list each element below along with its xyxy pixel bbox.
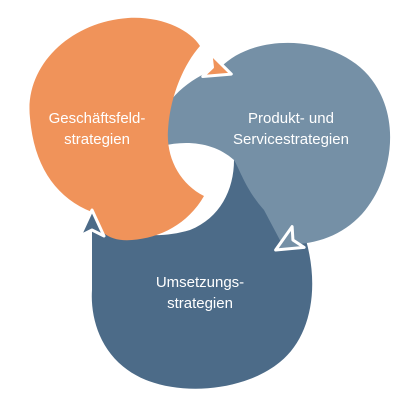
label-umsetzung-line2: strategien: [167, 295, 233, 312]
label-produkt-servicestrategien: Produkt- und Servicestrategien: [206, 108, 376, 150]
blob-umsetzungsstrategien: [91, 160, 313, 389]
arrow-to-umsetzung: [274, 225, 306, 252]
arrow-to-geschaeftsfeld: [78, 208, 106, 238]
arrow-to-produkt: [201, 52, 233, 78]
label-produkt-line2: Servicestrategien: [233, 131, 349, 148]
label-geschaeftsfeldstrategien: Geschäftsfeld- strategien: [22, 108, 172, 150]
blob-produkt-servicestrategien: [159, 42, 391, 245]
label-umsetzungsstrategien: Umsetzungs- strategien: [118, 272, 282, 314]
label-geschaeftsfeld-line1: Geschäftsfeld-: [48, 110, 146, 127]
label-umsetzung-line1: Umsetzungs-: [155, 274, 245, 291]
label-produkt-line1: Produkt- und: [248, 110, 334, 127]
label-geschaeftsfeld-line2: strategien: [64, 131, 130, 148]
blob-geschaeftsfeldstrategien: [29, 17, 204, 241]
